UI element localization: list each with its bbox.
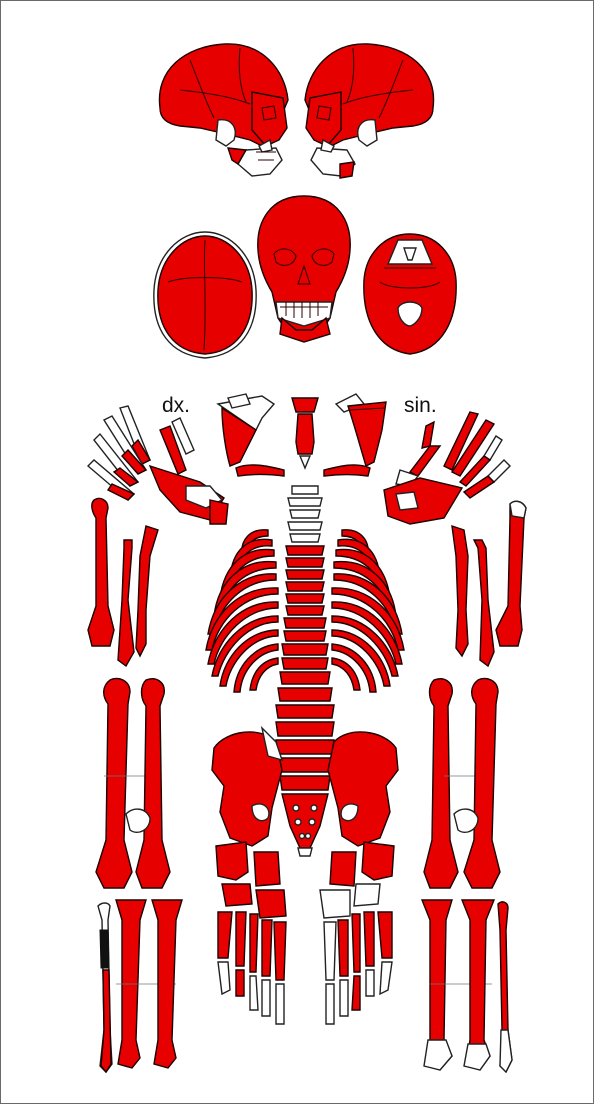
- ribs-left: [332, 530, 404, 692]
- patella-right: [126, 809, 150, 832]
- scapula-left: [336, 394, 386, 466]
- sternum: [292, 398, 318, 468]
- clavicle-right: [236, 465, 284, 476]
- left-side-label: sin.: [404, 394, 437, 417]
- ribs-right: [206, 530, 278, 692]
- femur-left-posterior: [464, 679, 500, 889]
- skull-frontal-view: [258, 196, 350, 342]
- femur-right-posterior: [136, 679, 170, 888]
- pelvis-right: [212, 728, 282, 846]
- radius-left: [474, 540, 494, 666]
- radius-right: [118, 540, 134, 666]
- fibula-right: [98, 903, 112, 1072]
- ulna-right: [136, 526, 158, 656]
- foot-left: [320, 842, 394, 1024]
- pelvis-left: [328, 732, 398, 846]
- skull-inferior-view: [364, 234, 456, 354]
- tibia-left-posterior: [462, 900, 494, 1070]
- sacrum: [282, 794, 328, 856]
- ulna-left: [452, 526, 468, 656]
- humerus-left: [496, 501, 526, 646]
- patella-left: [454, 809, 478, 832]
- vertebral-column: [276, 486, 334, 790]
- skull-lateral-left: [305, 44, 434, 178]
- humerus-right: [88, 498, 114, 646]
- clavicle-left: [324, 465, 370, 476]
- fibula-left: [498, 902, 512, 1072]
- hand-left: [384, 412, 510, 524]
- scapula-right: [218, 394, 274, 466]
- hand-right: [88, 406, 228, 524]
- skull-superior-view: [154, 232, 256, 358]
- right-side-label: dx.: [162, 394, 190, 417]
- skull-lateral-right: [159, 44, 288, 176]
- foot-right: [216, 842, 286, 1024]
